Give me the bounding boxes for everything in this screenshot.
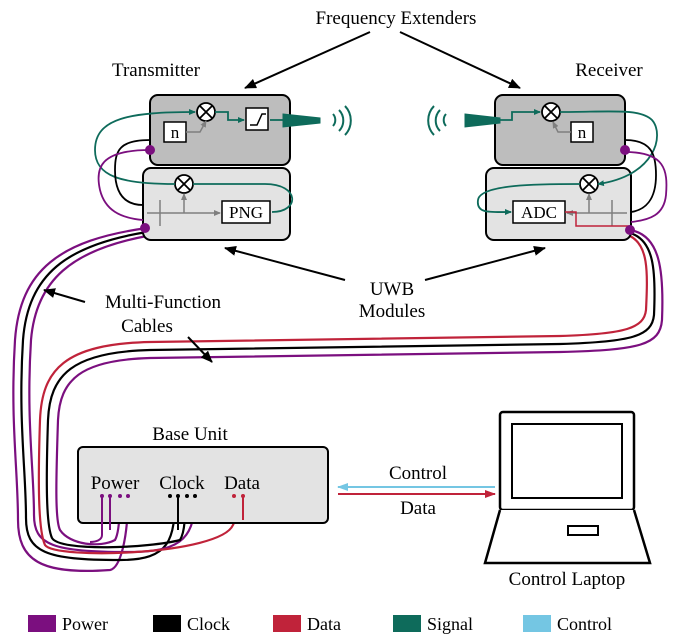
png-label: PNG [229,203,263,222]
legend-swatch-control [523,615,551,632]
tx-filter-icon [245,107,269,131]
base-unit-label: Base Unit [152,424,228,445]
tx-module-port [140,223,150,233]
laptop-icon [483,410,652,565]
receiver-label: Receiver [575,60,643,81]
legend-label-control: Control [557,614,612,634]
legend-label-signal: Signal [427,614,473,634]
tx-mixer-icon [196,102,216,122]
legend-swatch-signal [393,615,421,632]
rx-extender-port [620,145,630,155]
rx-mixer-icon [541,102,561,122]
cable-right [37,228,664,555]
transmitter-uwb-module: PNG [140,167,291,241]
clock-port-label: Clock [159,473,205,494]
rx-module-mixer-icon [579,174,599,194]
legend-swatch-clock [153,615,181,632]
rx-horn-antenna-icon [464,113,501,128]
multi-function-label-line1: Multi-Function [105,292,222,313]
rx-module-port [625,225,635,235]
tx-module-mixer-icon [174,174,194,194]
control-laptop-label: Control Laptop [509,569,626,590]
cables-arrow-left [43,288,86,303]
cables-arrow-right [187,336,213,363]
uwb-modules-label-line1: UWB [370,279,414,300]
legend-label-clock: Clock [187,614,230,634]
frequency-extenders-arrow-right [399,31,521,89]
frequency-extenders-label: Frequency Extenders [316,8,477,29]
transmitter-label: Transmitter [112,60,201,81]
receiver-frequency-extender: n [464,94,630,166]
legend-label-data: Data [307,614,341,634]
tx-radiation-icon [332,105,352,136]
receiver-uwb-module: ADC [485,167,635,241]
legend-label-power: Power [62,614,108,634]
frequency-extenders-arrow-left [244,31,371,89]
base-unit [77,446,329,524]
rx-multiplier-label: n [578,123,587,142]
legend-swatch-data [273,615,301,632]
rx-signal-loops [477,110,668,223]
legend-swatch-power [28,615,56,632]
adc-label: ADC [521,203,557,222]
transmitter-frequency-extender: n [145,94,321,166]
uwb-arrow-right [424,246,546,281]
tx-horn-antenna-icon [282,113,321,128]
uwb-arrow-left [224,246,346,281]
multi-function-label-line2: Cables [121,316,173,337]
png-block [221,200,271,224]
tx-signal-loops [94,109,294,221]
control-arrow-label: Control [389,463,447,484]
legend: Power Clock Data Signal Control [28,614,612,634]
data-port-label: Data [224,473,260,494]
data-arrow-label: Data [400,498,436,519]
base-unit-cable-drops [89,496,244,543]
uwb-modules-label-line2: Modules [359,301,426,322]
power-port-label: Power [91,473,140,494]
rx-radiation-icon [427,105,447,136]
tx-multiplier-label: n [171,123,180,142]
